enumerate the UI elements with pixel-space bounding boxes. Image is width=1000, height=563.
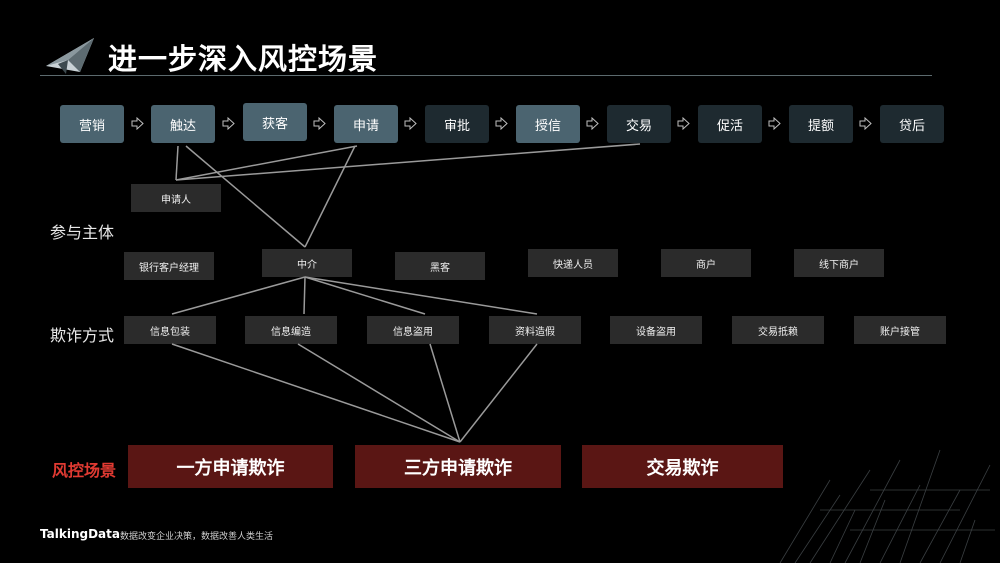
connector-line xyxy=(304,145,356,248)
connector-line xyxy=(304,276,538,315)
fraud-methods-row-label: 欺诈方式 xyxy=(50,326,115,345)
fraud-method-device-theft: 设备盗用 xyxy=(610,316,702,344)
connector-line xyxy=(304,276,426,315)
participant-bank-manager: 银行客户经理 xyxy=(124,252,214,280)
footer-brand: TalkingData xyxy=(40,527,120,541)
flow-arrow-icon xyxy=(859,117,872,130)
connector-line xyxy=(175,145,179,181)
participant-merchant: 商户 xyxy=(661,249,751,277)
connector-line xyxy=(175,145,358,181)
flow-step-marketing: 营销 xyxy=(60,105,124,143)
connector-line xyxy=(175,143,641,181)
slide-title: 进一步深入风控场景 xyxy=(108,42,379,76)
flow-arrow-icon xyxy=(404,117,417,130)
flow-step-apply: 申请 xyxy=(334,105,398,143)
paper-plane-logo-icon xyxy=(46,38,94,74)
flow-step-acquire: 获客 xyxy=(243,103,307,141)
fraud-method-info-fabrication: 信息编造 xyxy=(245,316,337,344)
scene-transaction-fraud: 交易欺诈 xyxy=(582,445,783,488)
connector-line xyxy=(297,343,461,443)
fraud-method-document-forgery: 资料造假 xyxy=(489,316,581,344)
flow-arrow-icon xyxy=(313,117,326,130)
flow-arrow-icon xyxy=(768,117,781,130)
footer-tagline: 数据改变企业决策，数据改善人类生活 xyxy=(120,532,274,542)
scene-third-party-application-fraud: 三方申请欺诈 xyxy=(355,445,561,488)
flow-step-review: 审批 xyxy=(425,105,489,143)
participant-offline-merchant: 线下商户 xyxy=(794,249,884,277)
flow-arrow-icon xyxy=(677,117,690,130)
connector-line xyxy=(429,343,461,443)
scene-first-party-application-fraud: 一方申请欺诈 xyxy=(128,445,333,488)
flow-arrow-icon xyxy=(586,117,599,130)
flow-arrow-icon xyxy=(222,117,235,130)
risk-scenes-row-label: 风控场景 xyxy=(52,461,117,480)
title-divider xyxy=(40,75,932,76)
flow-step-transaction: 交易 xyxy=(607,105,671,143)
fraud-method-info-theft: 信息盗用 xyxy=(367,316,459,344)
flow-arrow-icon xyxy=(131,117,144,130)
participant-intermediary: 中介 xyxy=(262,249,352,277)
participant-hacker: 黑客 xyxy=(395,252,485,280)
connector-line xyxy=(303,276,306,315)
participant-courier: 快递人员 xyxy=(528,249,618,277)
flow-step-credit: 授信 xyxy=(516,105,580,143)
flow-step-reach: 触达 xyxy=(151,105,215,143)
fraud-method-account-takeover: 账户接管 xyxy=(854,316,946,344)
fraud-method-info-packaging: 信息包装 xyxy=(124,316,216,344)
decorative-corner-pattern xyxy=(779,449,995,563)
flow-step-activate: 促活 xyxy=(698,105,762,143)
flow-step-increase-limit: 提额 xyxy=(789,105,853,143)
flow-arrow-icon xyxy=(495,117,508,130)
participant-applicant: 申请人 xyxy=(131,184,221,212)
fraud-method-transaction-repudiation: 交易抵赖 xyxy=(732,316,824,344)
connector-line xyxy=(171,343,461,443)
participants-row-label: 参与主体 xyxy=(50,223,115,242)
connector-line xyxy=(459,343,538,443)
connector-line xyxy=(171,276,306,315)
flow-step-post-loan: 贷后 xyxy=(880,105,944,143)
